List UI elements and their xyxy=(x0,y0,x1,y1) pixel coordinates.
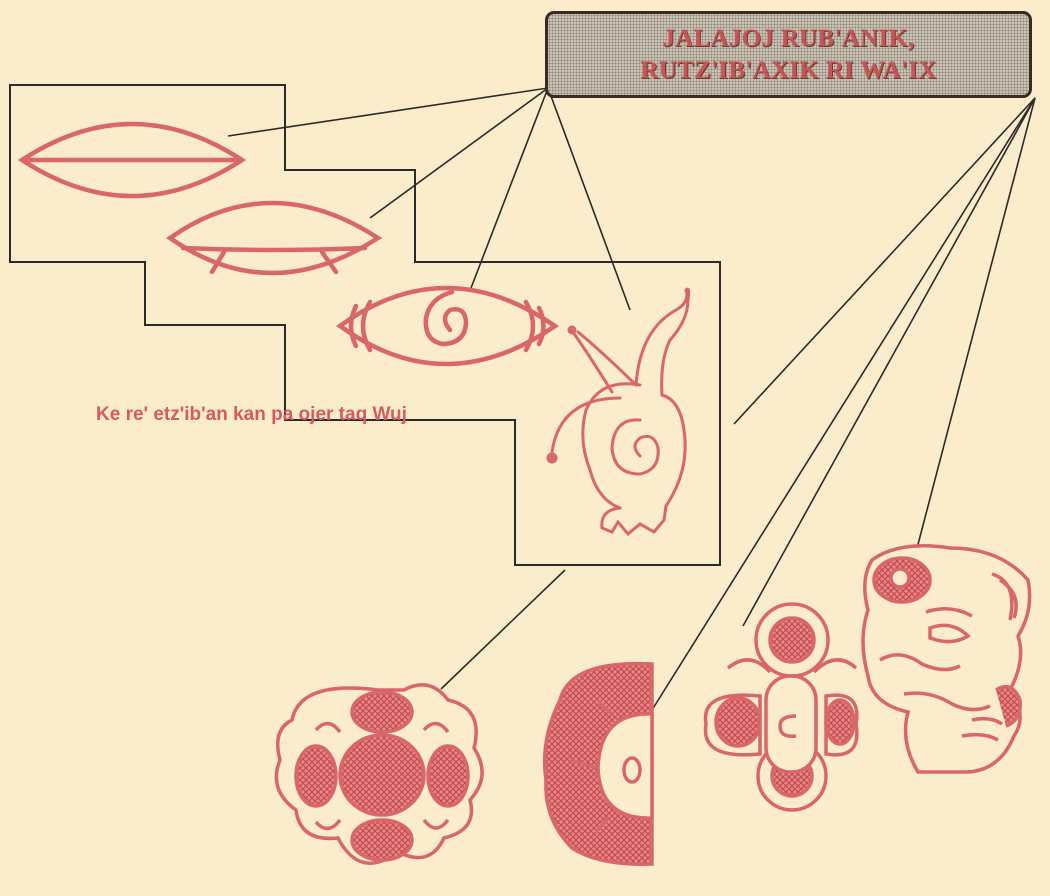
caption-text: Ke re' etz'ib'an kan pa ojer taq Wuj xyxy=(96,404,407,426)
eye-shape-spiral-icon xyxy=(340,288,555,364)
connector-line xyxy=(548,88,630,310)
title-box: JALAJOJ RUB'ANIK, RUTZ'IB'AXIK RI WA'IX xyxy=(545,11,1032,98)
four-petal-flower-glyph-icon xyxy=(276,685,482,863)
eye-shape-lid-icon xyxy=(170,203,378,273)
connector-line xyxy=(734,98,1035,424)
half-flower-glyph-icon xyxy=(545,664,652,865)
connector-line xyxy=(916,98,1035,552)
butterfly-glyph-icon xyxy=(705,604,856,810)
connector-line xyxy=(743,98,1035,626)
eye-shape-split-icon xyxy=(22,124,242,196)
connector-line xyxy=(441,570,565,689)
title-line-1: JALAJOJ RUB'ANIK, xyxy=(662,23,914,55)
deity-head-glyph-icon xyxy=(863,546,1030,772)
title-line-2: RUTZ'IB'AXIK RI WA'IX xyxy=(640,55,936,87)
connector-line xyxy=(471,88,548,288)
connector-line xyxy=(228,88,548,136)
ik-sprout-glyph-icon xyxy=(548,289,689,534)
connector-line xyxy=(370,88,548,218)
